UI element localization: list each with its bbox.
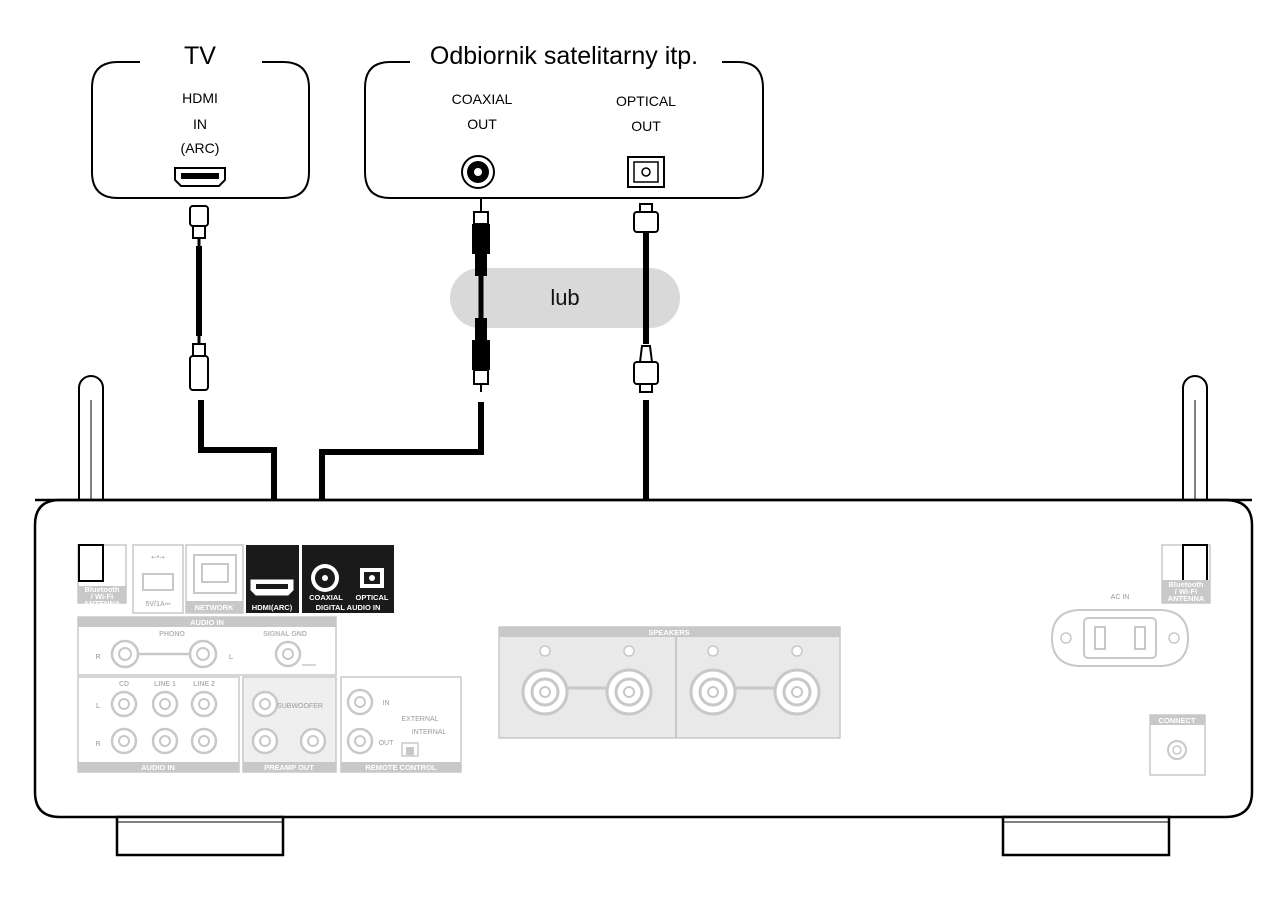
antenna-right-label-3: ANTENNA: [1168, 594, 1205, 603]
usb-label: 5V/1A⎓: [145, 601, 170, 608]
ac-in-label: AC IN: [1111, 594, 1130, 601]
foot-left: [115, 815, 285, 857]
speakers-label: SPEAKERS: [648, 628, 689, 637]
usb-icon: ⭠•⭢: [151, 554, 165, 561]
panel-audio-in-phono: AUDIO IN PHONO SIGNAL GND R L: [77, 616, 337, 676]
line1-label: LINE 1: [154, 681, 176, 688]
remote-control-label: REMOTE CONTROL: [365, 763, 437, 772]
or-label: lub: [550, 285, 579, 310]
internal-label: INTERNAL: [412, 729, 447, 736]
sat-optical-label-1: OPTICAL: [616, 93, 676, 109]
connect-label: CONNECT: [1158, 716, 1196, 725]
network-label: NETWORK: [195, 603, 234, 612]
sat-optical-label-2: OUT: [631, 118, 661, 134]
panel-usb: ⭠•⭢ 5V/1A⎓: [132, 544, 184, 614]
sat-coaxial-label-2: OUT: [467, 116, 497, 132]
lines-r-label: R: [95, 741, 100, 748]
antenna-right-label-2: / Wi-Fi: [1175, 587, 1197, 596]
panel-remote-control: IN OUT EXTERNAL INTERNAL REMOTE CONTROL: [340, 676, 462, 773]
speaker-terminals-right: [521, 645, 653, 716]
antenna-left-label-3: ANTENNA: [84, 599, 121, 608]
panel-speakers: SPEAKERS: [498, 626, 841, 739]
subwoofer-label: SUBWOOFER: [277, 703, 323, 710]
panel-antenna-left: Bluetooth / Wi-Fi ANTENNA: [77, 544, 127, 608]
panel-network: NETWORK: [185, 544, 244, 614]
panel-preamp-out: SUBWOOFER PREAMP OUT: [242, 676, 337, 773]
phono-l-label: L: [229, 654, 234, 661]
panel-ac-in: AC IN: [1050, 594, 1190, 667]
audio-in-bottom-label: AUDIO IN: [141, 763, 175, 772]
external-label: EXTERNAL: [402, 716, 439, 723]
signal-gnd-label: SIGNAL GND: [263, 631, 307, 638]
sat-coaxial-label-1: COAXIAL: [452, 91, 513, 107]
preamp-out-label: PREAMP OUT: [264, 763, 314, 772]
or-bubble: lub: [450, 268, 680, 328]
coaxial-port-label: COAXIAL: [309, 593, 343, 602]
foot-right: [1001, 815, 1171, 857]
cd-label: CD: [119, 681, 129, 688]
phono-label: PHONO: [159, 631, 185, 638]
tv-port-label-3: (ARC): [181, 140, 220, 156]
tv-port-label-2: IN: [193, 116, 207, 132]
antenna-left-label-2: / Wi-Fi: [91, 592, 113, 601]
tv-hdmi-port-icon: [174, 167, 226, 187]
lines-l-label: L: [96, 703, 101, 710]
antenna-right-label-1: Bluetooth: [1169, 580, 1204, 589]
tv-port-label-1: HDMI: [182, 90, 218, 106]
panel-connect: CONNECT: [1149, 714, 1206, 776]
sat-optical-port-icon: [627, 156, 665, 188]
panel-audio-in-lines: CD LINE 1 LINE 2 L R AUDIO IN: [77, 676, 240, 773]
panel-antenna-right: Bluetooth / Wi-Fi ANTENNA: [1161, 544, 1211, 604]
tv-box: TV HDMI IN (ARC): [91, 42, 310, 199]
satellite-title: Odbiornik satelitarny itp.: [430, 42, 698, 70]
digital-audio-in-label: DIGITAL AUDIO IN: [316, 603, 381, 612]
sat-coaxial-port-icon: [461, 155, 495, 189]
hdmi-arc-label: HDMI(ARC): [252, 603, 293, 612]
panel-digital-audio-in: COAXIAL OPTICAL DIGITAL AUDIO IN: [302, 545, 394, 613]
audio-in-top-label: AUDIO IN: [190, 618, 224, 627]
antenna-left-label-1: Bluetooth: [85, 585, 120, 594]
remote-out-label: OUT: [379, 740, 395, 747]
optical-port-label: OPTICAL: [356, 593, 389, 602]
tv-title: TV: [184, 42, 216, 70]
panel-hdmi-arc: HDMI(ARC): [246, 545, 299, 613]
speaker-terminals-left: [689, 645, 821, 716]
phono-r-label: R: [95, 654, 100, 661]
satellite-box: Odbiornik satelitarny itp. COAXIAL OUT O…: [364, 42, 764, 199]
line2-label: LINE 2: [193, 681, 215, 688]
remote-in-label: IN: [383, 700, 390, 707]
